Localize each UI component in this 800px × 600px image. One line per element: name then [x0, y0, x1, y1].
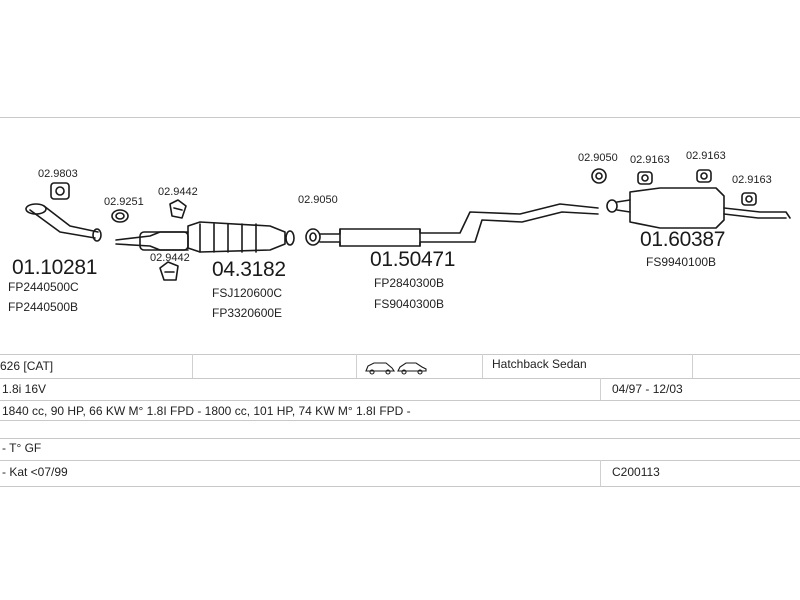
table-col-line-4: [692, 354, 693, 378]
middle-pipe-ref-1: FP2840300B: [374, 276, 445, 290]
gasket-mid-label: 02.9050: [298, 194, 338, 206]
gasket-mid-drawing: [305, 228, 321, 246]
hanger-2-label: 02.9163: [686, 150, 726, 162]
top-border-line: [0, 117, 800, 118]
spec-cell: 1840 cc, 90 HP, 66 KW M° 1.8I FPD - 1800…: [2, 404, 411, 418]
table-col-line-5: [600, 378, 601, 400]
code-cell: C200113: [612, 465, 660, 479]
hanger-3-drawing: [741, 192, 757, 206]
engine-cell: 1.8i 16V: [2, 382, 47, 396]
table-line-2: [0, 378, 800, 379]
hanger-2-drawing: [696, 169, 712, 183]
rear-silencer-ref-1: FS9940100B: [646, 255, 717, 269]
front-pipe-drawing: [25, 203, 102, 242]
front-pipe-ref-1: FP2440500C: [8, 280, 79, 294]
clamp-top-label: 02.9442: [158, 186, 198, 198]
middle-pipe-ref-2: FS9040300B: [374, 297, 445, 311]
note1-cell: - T° GF: [2, 441, 42, 455]
table-col-line-6: [600, 460, 601, 486]
table-line-1: [0, 354, 800, 355]
body-types-cell: Hatchback Sedan: [492, 357, 587, 371]
model-cell: 626 [CAT]: [0, 359, 54, 373]
front-pipe-ref-2: FP2440500B: [8, 300, 79, 314]
hanger-3-label: 02.9163: [732, 174, 772, 186]
clamp-bottom-label: 02.9442: [150, 252, 190, 264]
middle-pipe-number: 01.50471: [370, 248, 456, 271]
gasket-cat1-drawing: [111, 209, 129, 223]
table-line-4: [0, 420, 800, 421]
front-pipe-number: 01.10281: [12, 256, 98, 279]
table-line-5: [0, 438, 800, 439]
note2-cell: - Kat <07/99: [2, 465, 68, 479]
table-col-line-2: [356, 354, 357, 378]
table-line-7: [0, 486, 800, 487]
gasket-cat1-label: 02.9251: [104, 196, 144, 208]
exhaust-diagram: [25, 168, 791, 281]
clamp-top-drawing: [169, 199, 187, 219]
table-col-line-1: [192, 354, 193, 378]
gasket-front-label: 02.9803: [38, 168, 78, 180]
catalyst-ref-2: FP3320600E: [212, 306, 283, 320]
gasket-rear-drawing: [591, 168, 607, 184]
hanger-1-drawing: [637, 171, 653, 185]
table-line-6: [0, 460, 800, 461]
catalyst-drawing: [115, 221, 295, 253]
car-body-icons: [365, 362, 427, 375]
hanger-1-label: 02.9163: [630, 154, 670, 166]
middle-pipe-drawing: [319, 203, 599, 247]
catalyst-ref-1: FSJ120600C: [212, 286, 283, 300]
rear-silencer-drawing: [606, 187, 791, 229]
table-line-3: [0, 400, 800, 401]
table-col-line-3: [482, 354, 483, 378]
rear-silencer-number: 01.60387: [640, 228, 726, 251]
catalyst-number: 04.3182: [212, 258, 286, 281]
clamp-bottom-drawing: [159, 261, 179, 281]
period-cell: 04/97 - 12/03: [612, 382, 683, 396]
gasket-rear-label: 02.9050: [578, 152, 618, 164]
gasket-front-drawing: [50, 182, 70, 200]
